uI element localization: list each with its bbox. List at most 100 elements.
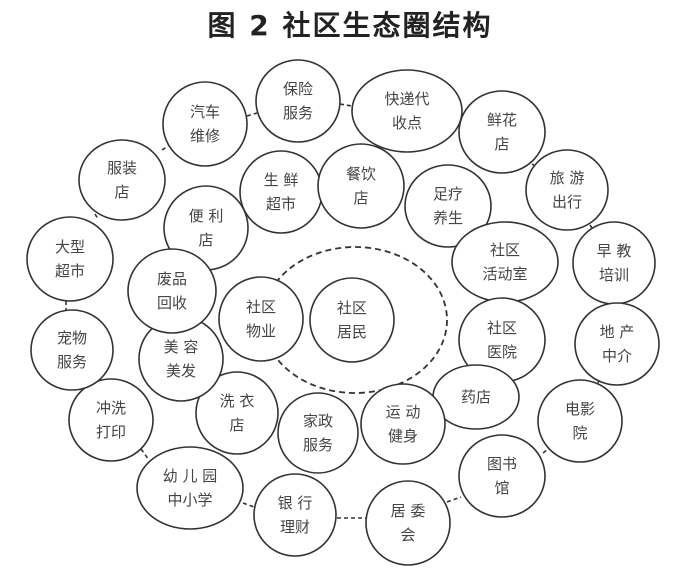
node-circle [574, 302, 660, 386]
node-label: 院 [572, 424, 587, 442]
node-label: 地 产 [600, 323, 635, 341]
node-label: 店 [229, 416, 244, 434]
node-label: 废品 [157, 270, 187, 288]
node-fitness: 运 动健身 [360, 383, 446, 465]
node-circle [458, 434, 546, 518]
node-label: 图书 [487, 455, 517, 473]
node-circle [458, 90, 546, 174]
node-label: 运 动 [386, 403, 421, 421]
node-label: 维修 [190, 127, 220, 145]
node-circle [162, 81, 248, 167]
node-realestate: 地 产中介 [574, 302, 660, 386]
connector-link [246, 112, 258, 117]
node-label: 物业 [246, 322, 276, 340]
node-label: 店 [198, 231, 213, 249]
node-label: 店 [494, 135, 509, 153]
node-label: 生 鲜 [264, 171, 299, 189]
node-beauty: 美 容美发 [138, 316, 224, 402]
node-label: 服务 [303, 436, 333, 454]
nodes: 汽车维修保险服务快递代收点鲜花店旅 游出行早 教培训地 产中介电影院图书馆居 委… [26, 59, 660, 566]
node-label: 大型 [55, 238, 85, 256]
node-circle [309, 277, 395, 363]
node-label: 超市 [55, 262, 85, 280]
node-circle [68, 378, 154, 462]
node-label: 店 [353, 189, 368, 207]
node-circle [317, 143, 405, 229]
node-label: 社区 [246, 298, 276, 316]
connector-link [94, 213, 99, 220]
node-label: 服务 [283, 104, 313, 122]
node-label: 居民 [337, 323, 367, 341]
node-label: 活动室 [482, 265, 527, 283]
node-label: 美 容 [164, 338, 199, 356]
node-label: 店 [114, 183, 129, 201]
node-label: 社区 [337, 299, 367, 317]
node-label: 出行 [552, 193, 582, 211]
figure-title: 图 2 社区生态圈结构 [207, 9, 493, 42]
node-circle [239, 150, 323, 234]
node-circle [78, 139, 166, 221]
node-label: 回收 [157, 294, 187, 312]
node-travel: 旅 游出行 [525, 149, 609, 231]
node-label: 社区 [490, 241, 520, 259]
node-circle [351, 69, 463, 153]
node-label: 快递代 [384, 90, 429, 108]
node-label: 会 [400, 526, 415, 544]
node-label: 银 行 [278, 494, 313, 512]
node-circle [136, 446, 244, 530]
node-dining: 餐饮店 [317, 143, 405, 229]
node-label: 幼 儿 园 [163, 467, 218, 485]
node-circle [572, 221, 656, 305]
node-circle [255, 59, 341, 143]
node-label: 便 利 [189, 207, 224, 225]
node-label: 足疗 [433, 185, 463, 203]
node-label: 宠物 [57, 329, 87, 347]
node-circle [451, 221, 559, 303]
node-cinema: 电影院 [537, 379, 623, 463]
node-label: 收点 [392, 114, 422, 132]
core-dashed-boundary [262, 246, 448, 394]
node-bank: 银 行理财 [253, 473, 337, 557]
node-label: 旅 游 [550, 169, 585, 187]
connector-link [339, 103, 353, 107]
node-circle [26, 216, 114, 302]
node-circle [277, 392, 359, 474]
node-flower: 鲜花店 [458, 90, 546, 174]
connector-link [589, 224, 593, 229]
node-label: 汽车 [190, 103, 220, 121]
node-circle [365, 480, 451, 566]
connector-link [446, 496, 462, 503]
node-label: 早 教 [597, 242, 632, 260]
node-label: 培训 [599, 266, 629, 284]
node-label: 服装 [107, 159, 137, 177]
node-laundry: 洗 衣店 [195, 371, 279, 455]
node-label: 医院 [487, 343, 517, 361]
node-circle [253, 473, 337, 557]
node-circle [360, 383, 446, 465]
node-library: 图书馆 [458, 434, 546, 518]
node-label: 药店 [461, 388, 491, 406]
node-circle [127, 248, 217, 334]
node-circle [525, 149, 609, 231]
node-label: 中介 [602, 347, 632, 365]
node-label: 打印 [96, 423, 126, 441]
connector-link [161, 145, 169, 151]
node-label: 冲洗 [96, 399, 126, 417]
node-circle [30, 309, 114, 391]
connector-link [542, 448, 549, 454]
node-clothing: 服装店 [78, 139, 166, 221]
node-label: 馆 [494, 479, 509, 497]
node-label: 洗 衣 [220, 392, 255, 410]
